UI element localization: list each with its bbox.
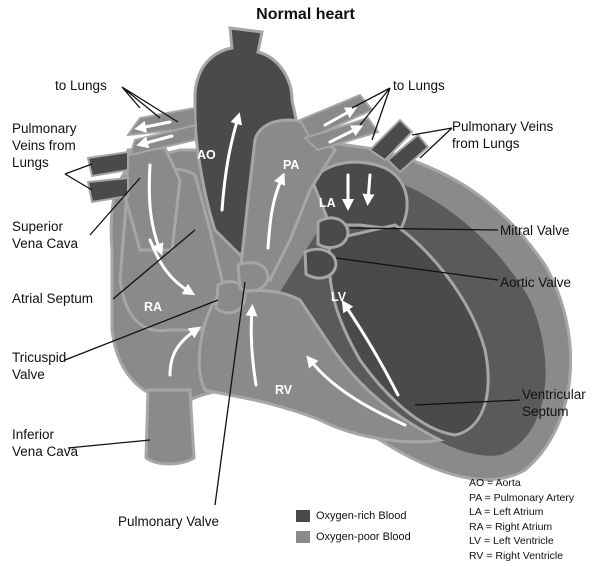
label-pulmonary-veins-left: Pulmonary Veins from Lungs [12,120,77,171]
label-atrial-septum: Atrial Septum [12,290,93,307]
chamber-label-ra: RA [144,300,162,314]
legend-swatch-oxygen-poor [296,531,310,543]
inferior-vena-cava-shape [146,390,194,464]
label-tricuspid-valve: Tricuspid Valve [12,349,66,383]
chamber-label-rv: RV [275,383,292,397]
abbr-ao: AO = Aorta [469,476,574,491]
label-ventricular-septum: Ventricular Septum [522,386,586,420]
abbr-lv: LV = Left Ventricle [469,534,574,549]
pulmonary-valve-shape [238,263,268,291]
label-pulmonary-veins-right: Pulmonary Veins from Lungs [452,118,553,152]
abbr-rv: RV = Right Ventricle [469,549,574,564]
label-pulmonary-valve: Pulmonary Valve [118,513,219,530]
chamber-label-pa: PA [283,158,299,172]
chamber-label-lv: LV [331,290,346,304]
label-mitral-valve: Mitral Valve [500,222,570,239]
chamber-label-ao: AO [197,148,216,162]
mitral-valve-shape [318,218,348,248]
aortic-valve-shape [305,249,336,278]
abbr-ra: RA = Right Atrium [469,520,574,535]
abbr-la: LA = Left Atrium [469,505,574,520]
leader-ivc [68,440,150,448]
left-pulmonary-vein-upper [88,152,128,176]
chamber-label-la: LA [319,196,336,210]
label-to-lungs-left: to Lungs [55,77,107,94]
label-inferior-vena-cava: Inferior Vena Cava [12,426,78,460]
label-superior-vena-cava: Superior Vena Cava [12,218,78,252]
flow-arrow-la-2 [368,175,370,200]
legend-oxygen-poor: Oxygen-poor Blood [296,530,411,544]
abbreviation-key: AO = Aorta PA = Pulmonary Artery LA = Le… [469,476,574,564]
legend-swatch-oxygen-rich [296,510,310,522]
abbr-pa: PA = Pulmonary Artery [469,491,574,506]
label-aortic-valve: Aortic Valve [500,274,571,291]
label-to-lungs-right: to Lungs [393,77,445,94]
legend-oxygen-rich: Oxygen-rich Blood [296,509,407,523]
